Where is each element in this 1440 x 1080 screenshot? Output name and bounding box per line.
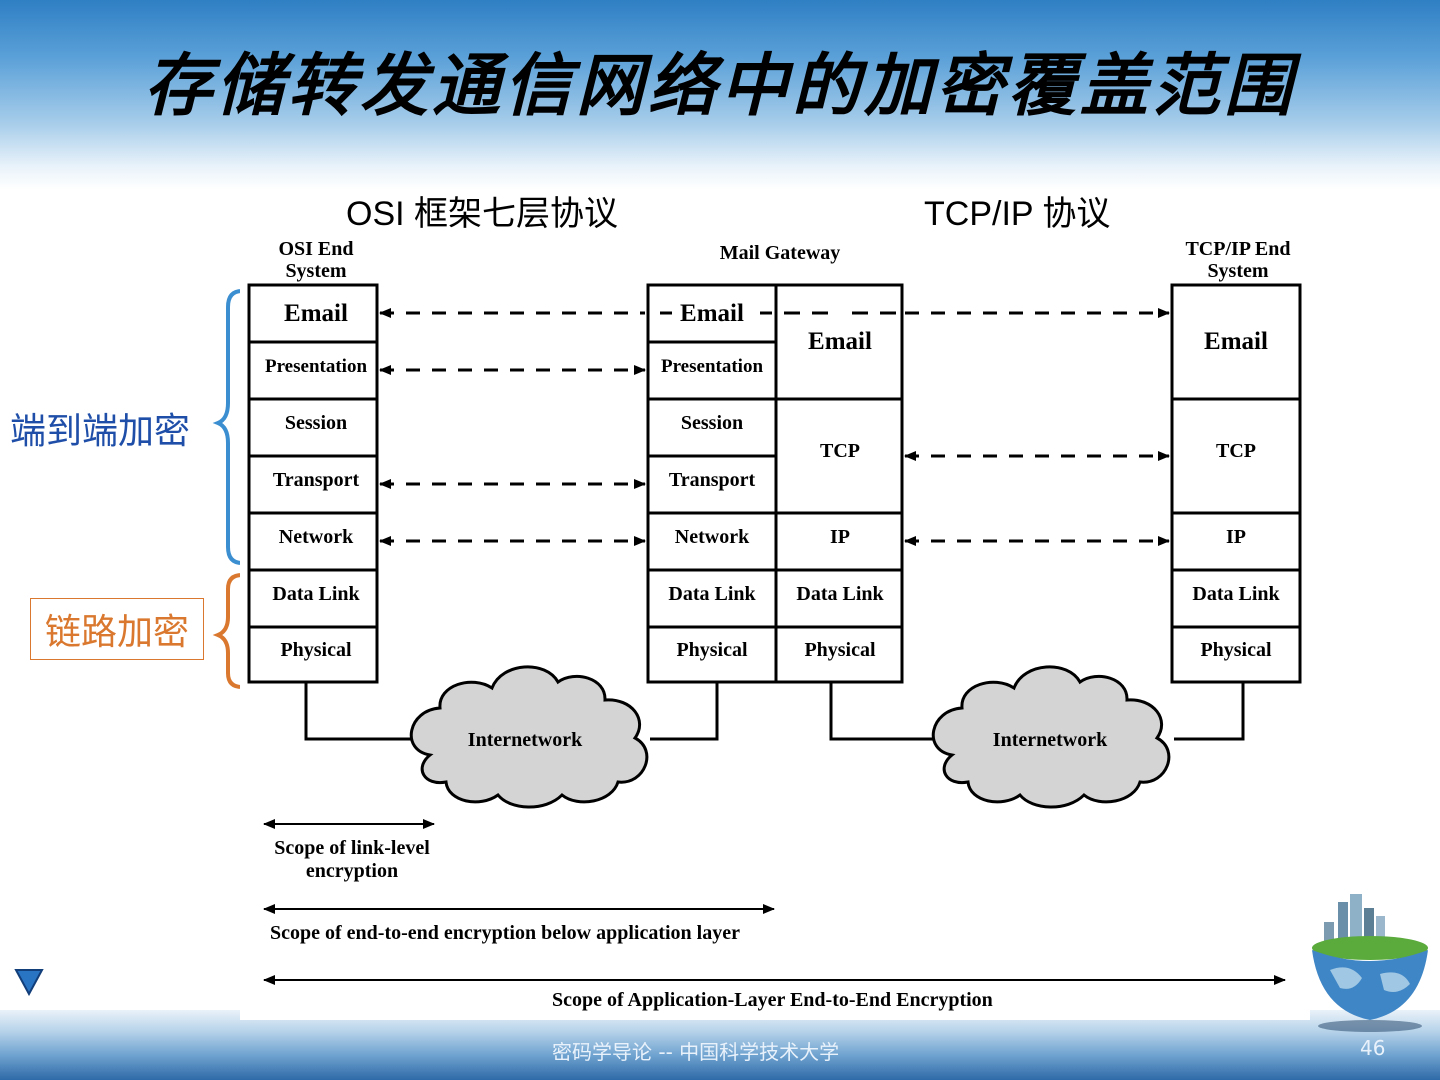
- tcpip-heading: TCP/IP 协议: [924, 195, 1111, 233]
- gateway-title: Mail Gateway: [720, 242, 841, 264]
- gateway-osi-layer-physical: Physical: [676, 639, 748, 661]
- gateway-osi-layer-transport: Transport: [669, 469, 756, 491]
- gateway-osi-layer-presentation: Presentation: [661, 356, 763, 377]
- tcpip-layer-physical: Physical: [1200, 639, 1272, 661]
- osi-end-stack: Email Presentation Session Transport Net…: [247, 283, 379, 684]
- osi-layer-email: Email: [284, 300, 348, 327]
- gateway-osi-layer-email: Email: [680, 300, 744, 327]
- brace-group: [212, 289, 243, 689]
- scope-end-to-end-label: Scope of end-to-end encryption below app…: [270, 922, 740, 944]
- scope-link-label-line2: encryption: [306, 860, 398, 882]
- osi-layer-session: Session: [285, 412, 347, 434]
- gateway-osi-layer-session: Session: [681, 412, 743, 434]
- tcpip-end-title-line2: System: [1207, 260, 1268, 282]
- tcpip-end-title-line1: TCP/IP End: [1185, 238, 1290, 260]
- gateway-tcp-layer-physical: Physical: [804, 639, 876, 661]
- tcpip-layer-tcp: TCP: [1216, 440, 1256, 462]
- encryption-scope-diagram: OSI End System Mail Gateway TCP/IP End S…: [240, 230, 1310, 1020]
- internetwork-cloud-right: Internetwork: [931, 665, 1171, 809]
- gateway-tcp-stack: Email TCP IP Data Link Physical: [774, 283, 904, 684]
- slide-title: 存储转发通信网络中的加密覆盖范围: [143, 46, 1296, 126]
- nav-triangle-icon[interactable]: [14, 968, 44, 996]
- network-wires: [304, 682, 1245, 741]
- wire-gateway-to-cloud1: [650, 682, 719, 741]
- tcpip-layer-ip: IP: [1226, 526, 1246, 548]
- wire-osi-to-cloud: [304, 682, 420, 741]
- gateway-osi-stack: Email Presentation Session Transport Net…: [646, 283, 778, 684]
- header-background: [0, 0, 1440, 190]
- osi-layer-transport: Transport: [273, 469, 360, 491]
- internetwork-cloud-left: Internetwork: [409, 665, 649, 809]
- end-to-end-encryption-label: 端到端加密: [10, 411, 191, 452]
- gateway-tcp-layer-tcp: TCP: [820, 440, 860, 462]
- scope-link-label-line1: Scope of link-level: [274, 837, 430, 859]
- wire-tcpip-to-cloud2: [1174, 682, 1245, 741]
- link-encryption-label: 链路加密: [30, 598, 205, 660]
- cloud-left-label: Internetwork: [468, 729, 583, 751]
- gateway-tcp-layer-ip: IP: [830, 526, 850, 548]
- tcpip-end-stack: Email TCP IP Data Link Physical: [1170, 283, 1302, 684]
- globe-city-icon: [1312, 894, 1428, 1032]
- gateway-osi-layer-data-link: Data Link: [668, 583, 756, 605]
- gateway-osi-layer-network: Network: [675, 526, 750, 548]
- end-to-end-brace: [212, 289, 243, 565]
- tcpip-layer-data-link: Data Link: [1192, 583, 1280, 605]
- scope-arrows: [263, 819, 1286, 985]
- gateway-tcp-layer-data-link: Data Link: [796, 583, 884, 605]
- page-number: 46: [1360, 1036, 1386, 1060]
- peer-arrows: [379, 308, 1170, 546]
- wire-gateway-to-cloud2: [829, 682, 942, 741]
- cloud-right-label: Internetwork: [993, 729, 1108, 751]
- osi-layer-data-link: Data Link: [272, 583, 360, 605]
- scope-app-label: Scope of Application-Layer End-to-End En…: [552, 989, 993, 1011]
- gateway-tcp-layer-email: Email: [808, 328, 872, 355]
- tcpip-layer-email: Email: [1204, 328, 1268, 355]
- osi-layer-physical: Physical: [280, 639, 352, 661]
- osi-layer-network: Network: [279, 526, 354, 548]
- osi-end-title-line2: System: [285, 260, 346, 282]
- osi-end-title-line1: OSI End: [278, 238, 353, 260]
- footer-text: 密码学导论 -- 中国科学技术大学: [552, 1040, 840, 1064]
- osi-layer-presentation: Presentation: [265, 356, 367, 377]
- osi-heading: OSI 框架七层协议: [346, 195, 619, 233]
- footer-background: [0, 1010, 1440, 1080]
- link-brace: [212, 573, 243, 689]
